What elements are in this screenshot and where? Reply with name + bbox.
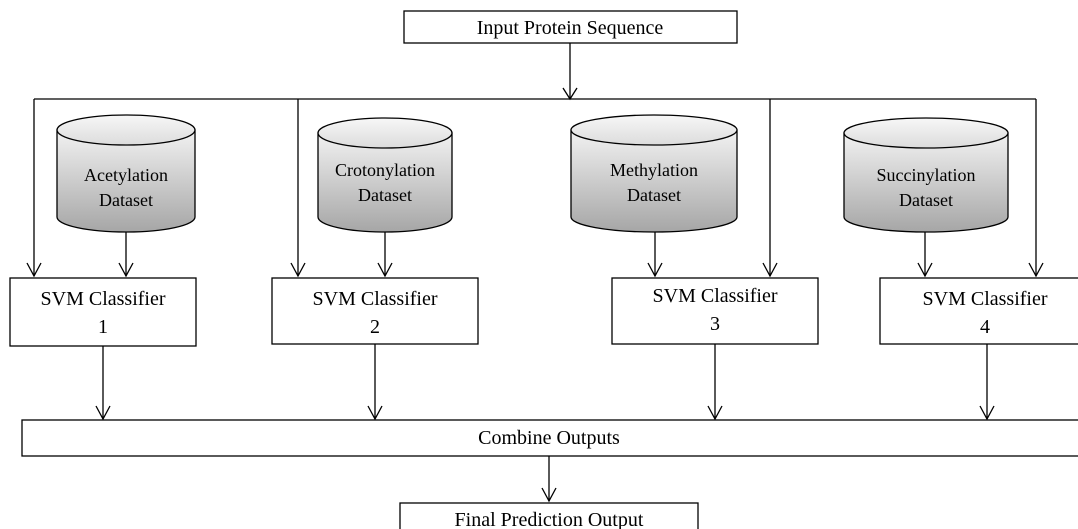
dataset-acetylation-line1: Acetylation (84, 165, 168, 185)
svm-classifier-4-title: SVM Classifier (923, 288, 1048, 310)
svm-classifier-1-title: SVM Classifier (41, 288, 166, 310)
svm-classifier-4: SVM Classifier 4 (879, 277, 1078, 345)
combine-outputs-box: Combine Outputs (21, 419, 1078, 457)
svm-classifier-2: SVM Classifier 2 (271, 277, 479, 345)
connector-lines (26, 43, 1044, 503)
input-label: Input Protein Sequence (477, 17, 664, 39)
final-prediction-label: Final Prediction Output (455, 509, 644, 529)
dataset-crotonylation: Crotonylation Dataset (317, 117, 453, 233)
dataset-methylation-line1: Methylation (610, 160, 698, 180)
svm-classifier-2-number: 2 (370, 316, 380, 338)
dataset-succinylation-line2: Dataset (899, 190, 953, 210)
svm-classifier-3-number: 3 (710, 313, 720, 335)
svm-classifier-3-title: SVM Classifier (653, 285, 778, 307)
dataset-crotonylation-line1: Crotonylation (335, 160, 435, 180)
dataset-acetylation-line2: Dataset (99, 190, 153, 210)
input-protein-sequence-box: Input Protein Sequence (403, 10, 738, 44)
svm-classifier-1-number: 1 (98, 316, 108, 338)
svm-classifier-1: SVM Classifier 1 (9, 277, 197, 347)
svm-classifier-3: SVM Classifier 3 (611, 277, 819, 345)
dataset-succinylation-line1: Succinylation (877, 165, 976, 185)
final-prediction-output-box: Final Prediction Output (399, 502, 699, 529)
dataset-acetylation: Acetylation Dataset (56, 114, 196, 233)
dataset-methylation: Methylation Dataset (570, 114, 738, 233)
dataset-methylation-line2: Dataset (627, 185, 681, 205)
dataset-crotonylation-line2: Dataset (358, 185, 412, 205)
dataset-succinylation: Succinylation Dataset (843, 117, 1009, 233)
combine-outputs-label: Combine Outputs (478, 427, 620, 449)
svm-classifier-4-number: 4 (980, 316, 990, 338)
svm-classifier-2-title: SVM Classifier (313, 288, 438, 310)
